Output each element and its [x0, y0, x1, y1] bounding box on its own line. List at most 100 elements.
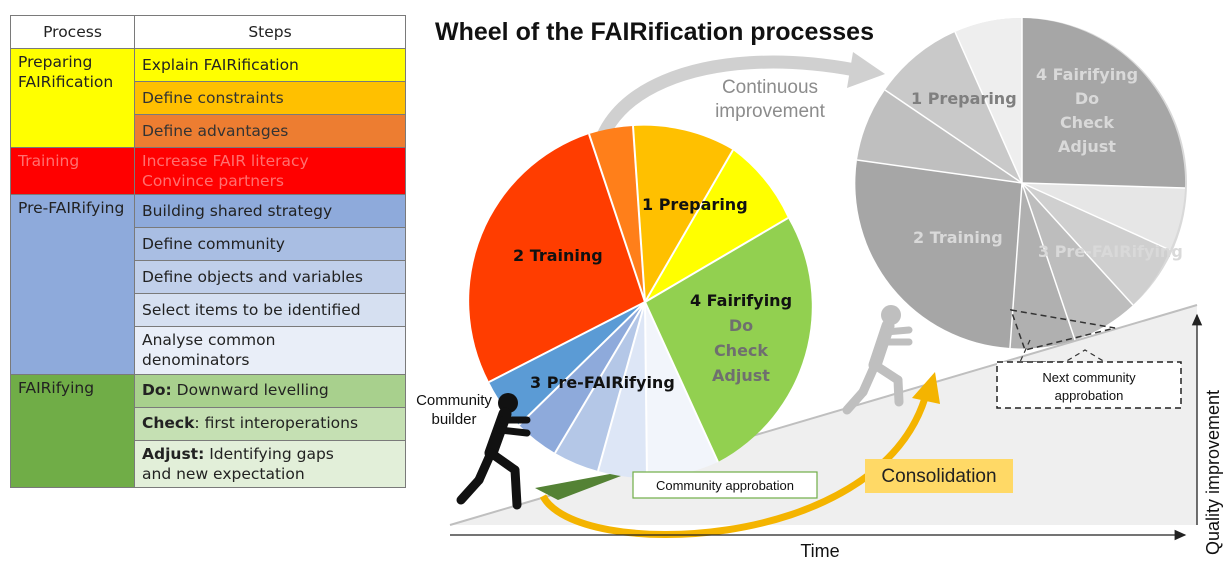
wheel-label-prefairifying: 3 Pre-FAIRifying — [530, 373, 675, 392]
step-text: Building shared strategy — [142, 202, 333, 221]
next-approbation-connector — [1019, 339, 1106, 363]
step-cell: Building shared strategy — [134, 194, 406, 229]
sector-prefairifying-1 — [489, 302, 645, 425]
community-approbation-wedge — [535, 468, 642, 500]
consolidation-arrow — [539, 396, 929, 539]
step-line: Define objects and variables — [142, 267, 398, 287]
next-approbation-triangle — [1009, 309, 1116, 351]
step-text: Define advantages — [142, 121, 289, 140]
sector-prefairifying-4 — [598, 302, 647, 478]
step-text: Define constraints — [142, 88, 284, 107]
step-text: : first interoperations — [194, 414, 359, 433]
ghost-sector-pre-3 — [1022, 183, 1133, 340]
ghost-builder-figure — [842, 305, 913, 415]
table-row: FAIRifying Do: Downward levelling — [10, 373, 406, 488]
process-steps-table: Process Steps Preparing FAIRification Exp… — [10, 15, 406, 488]
community-builder-line1: Community — [416, 392, 492, 409]
fairification-wheel-diagram: Wheel of the FAIRification processes 1 P… — [416, 17, 1223, 561]
continuous-improvement-arrowhead — [847, 52, 885, 88]
step-cell: Define objects and variables — [134, 260, 406, 295]
ghost-sector-fairifying — [1022, 18, 1186, 188]
step-line: and new expectation — [142, 464, 305, 483]
ghost-label-preparing: 1 Preparing — [911, 89, 1017, 108]
community-builder-figure — [456, 393, 531, 510]
process-column-header: Process — [10, 15, 135, 49]
sector-prefairifying-2 — [519, 302, 645, 453]
step-text: Identifying gaps — [204, 444, 334, 463]
step-cell: Explain FAIRification — [134, 48, 406, 82]
ghost-sector-preparing-2 — [857, 90, 1022, 183]
ghost-sector-pre-1 — [1022, 183, 1185, 250]
next-community-approbation-box — [996, 361, 1182, 409]
wheel-label-training: 2 Training — [513, 246, 603, 265]
sector-training — [469, 134, 645, 382]
step-cell: Define constraints — [134, 81, 406, 115]
community-approbation-box — [632, 471, 818, 499]
ghost-sector-preparing-1 — [885, 32, 1022, 183]
sector-prefairifying-5 — [645, 302, 718, 478]
step-text: Explain FAIRification — [142, 55, 299, 74]
step-keyword: Do: — [142, 381, 172, 400]
step-cell: Define community — [134, 227, 406, 262]
step-line: Check: first interoperations — [142, 413, 398, 433]
step-text: Downward levelling — [171, 381, 329, 400]
step-line: Increase FAIR literacy — [142, 152, 309, 170]
step-line: Adjust: Identifying gaps — [142, 444, 398, 464]
process-cell: Pre-FAIRifying — [10, 194, 135, 375]
step-keyword: Adjust: — [142, 444, 205, 463]
wheel-label-check: Check — [714, 341, 768, 360]
ghost-label-fairifying: 4 Fairifying — [1036, 65, 1138, 84]
y-axis-label: Quality improvement — [1203, 390, 1223, 555]
consolidation-arrowhead — [912, 372, 940, 404]
diagram-title: Wheel of the FAIRification processes — [435, 18, 874, 46]
community-approbation-label: Community approbation — [656, 478, 794, 493]
next-approbation-line1: Next community — [1042, 370, 1136, 385]
consolidation-box — [865, 459, 1013, 493]
ghost-sector-pre-4 — [1010, 183, 1075, 349]
ghost-sector-preparing-3 — [955, 17, 1022, 184]
steps-column-header: Steps — [134, 15, 406, 49]
table-row: Define constraints — [11, 81, 406, 115]
process-cell: Preparing FAIRification — [10, 48, 135, 148]
step-text: Define objects and variables — [142, 268, 363, 287]
step-line: denominators — [142, 351, 250, 370]
ghost-label-adjust: Adjust — [1058, 137, 1116, 156]
table-row: Preparing FAIRification Explain FAIRifica… — [10, 48, 406, 148]
ghost-label-training: 2 Training — [913, 228, 1003, 247]
step-cell: Check: first interoperations — [134, 406, 406, 441]
step-line: Define community — [142, 234, 398, 254]
ghost-label-prefairifying: 3 Pre-FAIRifying — [1038, 242, 1183, 261]
step-cell: Do: Downward levelling — [134, 373, 406, 408]
step-line: Do: Downward levelling — [142, 380, 398, 400]
step-line: Convince partners — [142, 172, 285, 191]
table-header-row: Process Steps — [10, 15, 406, 49]
next-approbation-line2: approbation — [1055, 388, 1124, 403]
table-row: Pre-FAIRifying Building shared strategy — [10, 194, 406, 375]
ghost-sector-training — [855, 160, 1022, 348]
step-line: Building shared strategy — [142, 201, 398, 221]
wheel-label-preparing: 1 Preparing — [642, 195, 748, 214]
process-cell: FAIRifying — [10, 373, 135, 488]
ghost-sector-pre-2 — [1022, 183, 1170, 305]
step-cell: Select items to be identified — [134, 293, 406, 328]
sector-preparing-explain — [645, 150, 788, 302]
step-line: Analyse common — [142, 331, 276, 350]
step-line: Define advantages — [142, 121, 398, 141]
wheel-label-do: Do — [729, 316, 753, 335]
table-row: Check: first interoperations — [11, 406, 406, 441]
wheel-label-adjust: Adjust — [712, 366, 770, 385]
continuous-improvement-line1: Continuous — [722, 77, 818, 98]
x-axis-label: Time — [800, 541, 839, 561]
ghost-label-check: Check — [1060, 113, 1114, 132]
ghost-label-do: Do — [1075, 89, 1099, 108]
continuous-improvement-line2: improvement — [715, 101, 826, 122]
table-row: Define objects and variables — [11, 260, 406, 295]
process-cell: Training — [10, 146, 135, 196]
step-text: Define community — [142, 235, 285, 254]
